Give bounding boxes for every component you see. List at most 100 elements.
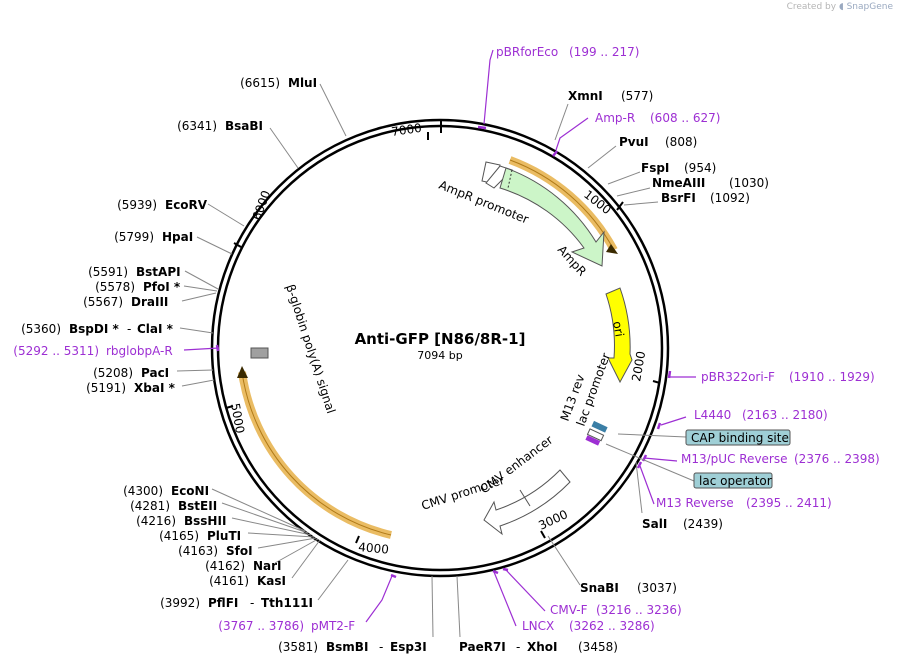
site-bsabi: (6341) BsaBI — [177, 119, 263, 133]
feature-beta-globin-polya — [250, 347, 269, 359]
site-pos: (4161) — [209, 574, 249, 588]
feature-label-beta-globin: β-globin poly(A) signal — [283, 283, 338, 416]
primer-range: (2163 .. 2180) — [742, 408, 828, 422]
site-sep: - — [250, 596, 254, 610]
site-sep: - — [516, 640, 520, 654]
site-pflfi-tth111i: (3992) PflFI - Tth111I — [160, 596, 313, 610]
site-kasi: (4161) KasI — [209, 574, 286, 588]
site-name: BsrFI — [661, 191, 696, 205]
primer-mark-l4440 — [656, 422, 662, 430]
site-hpai: (5799) HpaI — [114, 230, 193, 244]
primer-name: rbglobpA-R — [106, 344, 173, 358]
primer-name: Amp-R — [595, 111, 635, 125]
site-pos: (4162) — [205, 559, 245, 573]
feature-ampr — [499, 167, 605, 267]
tick-5000 — [225, 405, 234, 409]
site-name: SfoI — [226, 544, 253, 558]
site-bstapi: (5591) BstAPI — [88, 265, 180, 279]
site-name: PvuI — [619, 135, 649, 149]
site-pos: (5360) — [21, 322, 61, 336]
site-name: BsmBI — [326, 640, 368, 654]
tick-6000 — [233, 242, 242, 248]
site-name: NmeAIII — [652, 176, 705, 190]
credit-brand: SnapGene — [846, 2, 893, 12]
site-xmni: XmnI (577) — [568, 89, 653, 103]
primer-pbr322ori-f: pBR322ori-F (1910 .. 1929) — [701, 370, 875, 384]
site-pvui: PvuI (808) — [619, 135, 697, 149]
site-name: PacI — [141, 366, 169, 380]
primer-m13-puc-reverse: M13/pUC Reverse (2376 .. 2398) — [681, 452, 880, 466]
primer-name: pBR322ori-F — [701, 370, 775, 384]
primer-name: CMV-F — [550, 603, 588, 617]
site-pos: (4216) — [136, 514, 176, 528]
site-name2: XhoI — [527, 640, 558, 654]
orf-amp-arrowhead — [606, 244, 618, 254]
site-name: PaeR7I — [459, 640, 506, 654]
snapgene-logo-icon: ◖ — [838, 2, 844, 12]
cap-binding-site-box — [685, 429, 791, 446]
site-pfoi: (5578) PfoI * — [95, 280, 181, 294]
site-sep: - — [379, 640, 383, 654]
primer-pmt2-f: (3767 .. 3786) pMT2-F — [218, 619, 355, 633]
site-pos: (954) — [684, 161, 716, 175]
site-pos: (808) — [665, 135, 697, 149]
feature-label-ori: ori — [610, 320, 626, 338]
tick-1000 — [616, 201, 624, 211]
primer-l4440: L4440 (2163 .. 2180) — [694, 408, 828, 422]
site-name: PfoI * — [143, 280, 181, 294]
site-name: PluTI — [207, 529, 241, 543]
site-name: BstAPI — [136, 265, 181, 279]
site-nari: (4162) NarI — [205, 559, 281, 573]
primer-m13-reverse: M13 Reverse (2395 .. 2411) — [656, 496, 832, 510]
primer-mark-pbrforeco — [477, 125, 487, 130]
site-name: PflFI — [208, 596, 238, 610]
site-paer7i-xhoi: PaeR7I - XhoI (3458) — [459, 640, 618, 654]
primer-mark-m13-reverse — [636, 461, 643, 469]
tick-marks — [225, 121, 661, 544]
feature-ori — [605, 287, 633, 384]
site-pos: (3037) — [637, 581, 677, 595]
tick-4000 — [355, 535, 360, 544]
primer-lncx: LNCX (3262 .. 3286) — [522, 619, 655, 633]
primer-leader-lines — [183, 49, 696, 627]
site-name: MluI — [288, 76, 317, 90]
site-sep: - — [127, 322, 131, 336]
site-name: SnaBI — [580, 581, 619, 595]
site-name: HpaI — [162, 230, 193, 244]
site-bsteii: (4281) BstEII — [130, 499, 217, 513]
site-pos: (1092) — [710, 191, 750, 205]
tick-label-7000: 7000 — [390, 121, 422, 139]
primer-range: (2376 .. 2398) — [794, 452, 880, 466]
plasmid-length: 7094 bp — [417, 349, 462, 362]
lac-operator-label: lac operator — [699, 474, 772, 488]
primer-name: M13 Reverse — [656, 496, 734, 510]
orf-left-outline — [241, 371, 392, 536]
site-name: BsaBI — [225, 119, 263, 133]
cap-binding-site-label: CAP binding site — [691, 431, 789, 445]
lac-operator-box — [693, 472, 773, 489]
site-name: FspI — [641, 161, 669, 175]
primer-name: pBRforEco — [496, 45, 558, 59]
site-name: BssHII — [184, 514, 226, 528]
primer-range: (3262 .. 3286) — [569, 619, 655, 633]
site-pos: (4300) — [123, 484, 163, 498]
site-name2: Esp3I — [390, 640, 427, 654]
site-name: SalI — [642, 517, 667, 531]
primer-range: (2395 .. 2411) — [746, 496, 832, 510]
primer-name: L4440 — [694, 408, 731, 422]
primer-range: (1910 .. 1929) — [789, 370, 875, 384]
site-pos: (1030) — [729, 176, 769, 190]
site-mlui: (6615) MluI — [240, 76, 317, 90]
site-name: EcoNI — [171, 484, 209, 498]
primer-range: (5292 .. 5311) — [13, 344, 99, 358]
site-pos: (4163) — [178, 544, 218, 558]
site-pos: (6341) — [177, 119, 217, 133]
site-name: NarI — [253, 559, 282, 573]
site-pos: (5591) — [88, 265, 128, 279]
site-fspi: FspI (954) — [641, 161, 716, 175]
site-pos: (3581) — [278, 640, 318, 654]
site-bsshii: (4216) BssHII — [136, 514, 226, 528]
site-name: EcoRV — [165, 198, 208, 212]
site-pos: (5191) — [86, 381, 126, 395]
site-bsrfi: BsrFI (1092) — [661, 191, 750, 205]
